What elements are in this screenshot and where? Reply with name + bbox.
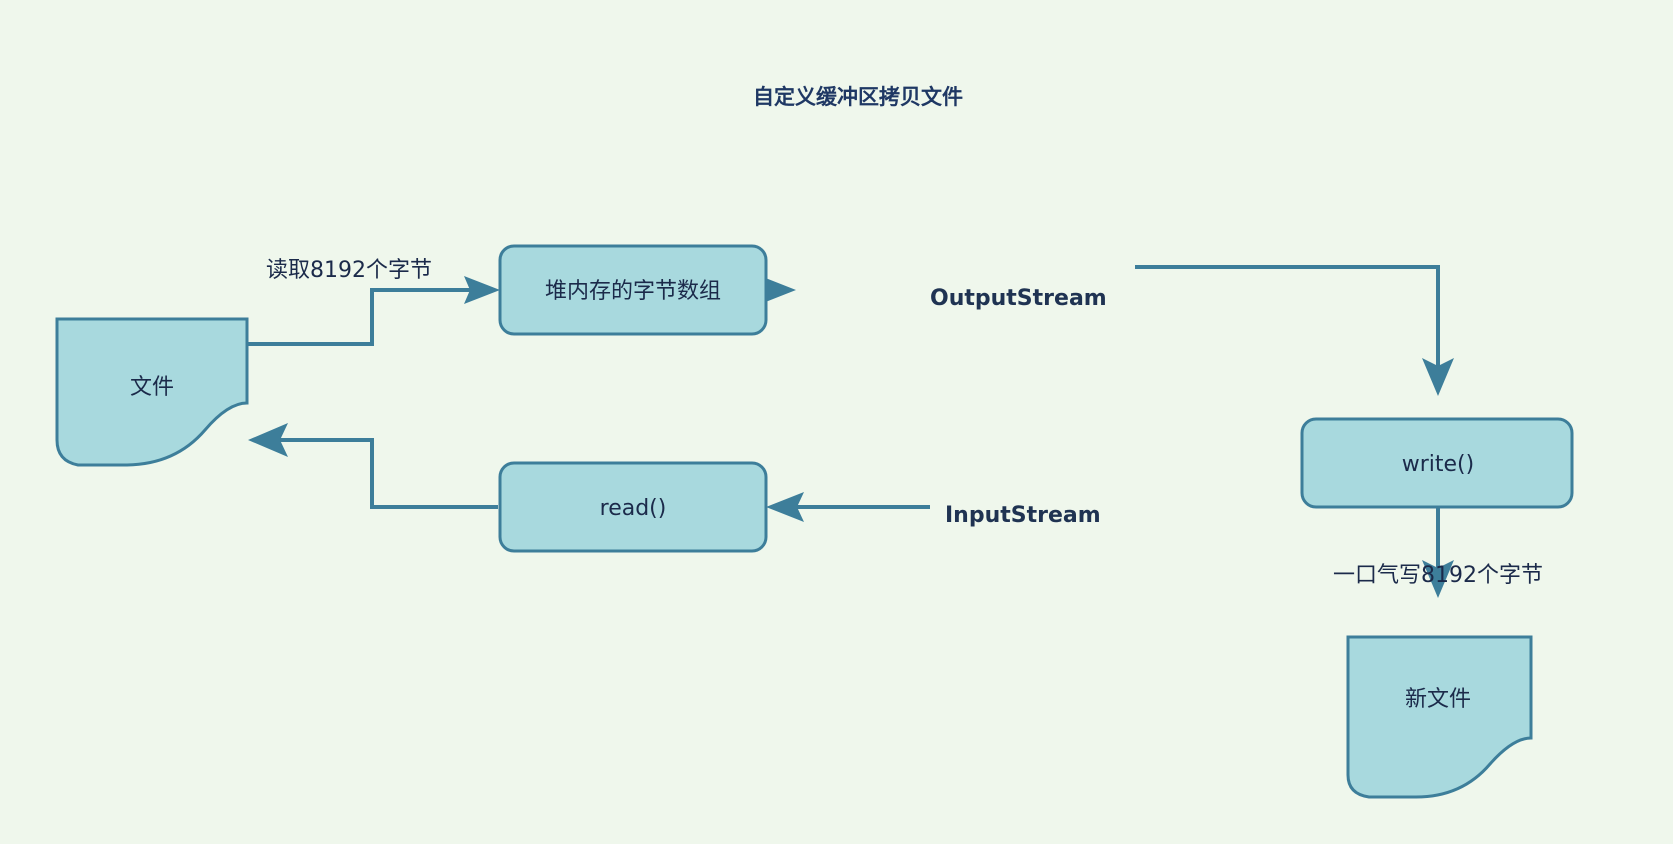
edge-read-to-file	[248, 423, 498, 509]
label-input-stream: InputStream	[945, 503, 1101, 528]
edge-outputstream-to-write-line	[1135, 265, 1440, 368]
node-read-method-shape	[498, 461, 768, 553]
node-read-method[interactable]: read()	[498, 461, 768, 553]
node-heap-byte-array-shape	[498, 244, 768, 336]
node-source-file[interactable]: 文件	[55, 317, 249, 467]
edge-file-to-heap-array-line	[232, 288, 478, 346]
edge-label-read-bytes: 读取8192个字节	[266, 258, 432, 283]
node-write-method-shape	[1300, 417, 1574, 509]
edge-read-to-file-line	[278, 438, 498, 509]
node-new-file[interactable]: 新文件	[1346, 635, 1533, 799]
edge-inputstream-to-read-arrowhead	[766, 492, 804, 522]
node-write-method[interactable]: write()	[1300, 417, 1574, 509]
edge-label-write-bytes: 一口气写8192个字节	[1333, 563, 1543, 588]
edge-outputstream-to-write	[1135, 265, 1454, 396]
edge-write-to-new-file-arrowhead	[1422, 560, 1454, 598]
edge-outputstream-to-write-arrowhead	[1422, 358, 1454, 396]
node-source-file-shape	[55, 317, 249, 467]
node-source-file-label: 文件	[130, 375, 174, 400]
node-new-file-label: 新文件	[1405, 687, 1471, 712]
node-heap-byte-array-label: 堆内存的字节数组	[545, 279, 721, 304]
node-new-file-shape	[1346, 635, 1533, 799]
edge-file-to-heap-array	[232, 276, 500, 346]
label-output-stream: OutputStream	[930, 286, 1107, 311]
edge-read-to-file-arrowhead	[248, 423, 288, 457]
node-write-method-label: write()	[1402, 452, 1474, 477]
edge-file-to-heap-array-arrowhead	[464, 276, 500, 304]
edge-inputstream-to-read	[766, 492, 930, 522]
node-heap-byte-array[interactable]: 堆内存的字节数组	[498, 244, 768, 336]
node-read-method-label: read()	[600, 496, 667, 521]
diagram-title: 自定义缓冲区拷贝文件	[753, 85, 963, 109]
